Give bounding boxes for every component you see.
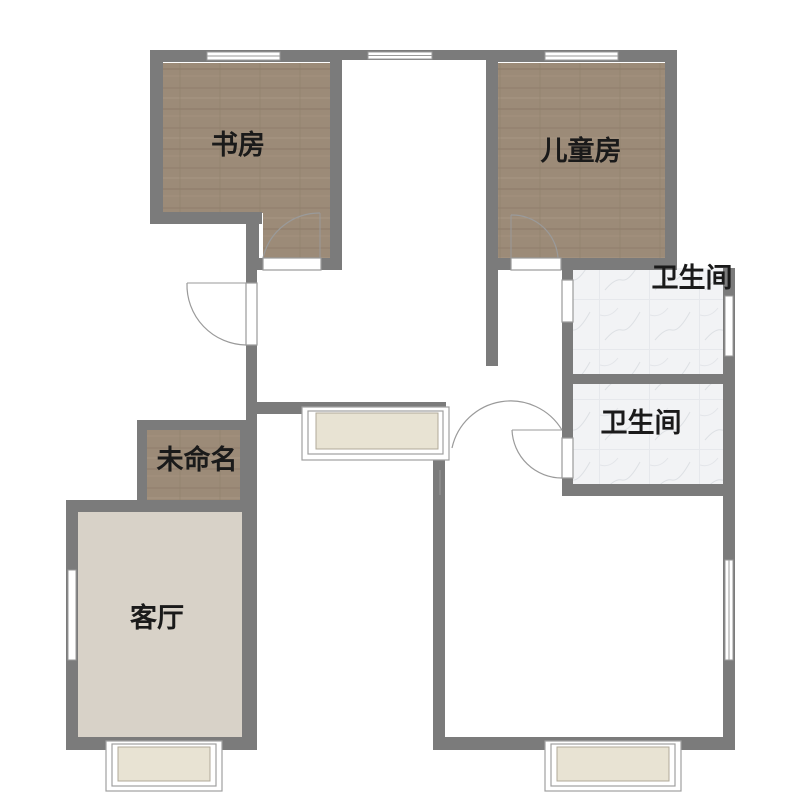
wall — [246, 212, 259, 270]
unnamed-room-label: 未命名 — [157, 444, 238, 476]
wall — [137, 420, 257, 430]
bathroom-2-floor — [573, 384, 723, 484]
wall — [665, 50, 677, 268]
bathroom-2-label: 卫生间 — [601, 408, 682, 439]
wall — [137, 420, 147, 510]
bathroom-1-floor — [573, 268, 723, 374]
wall — [562, 374, 735, 384]
balconies — [105, 406, 682, 792]
floors — [78, 63, 723, 737]
wall — [66, 500, 257, 512]
wall — [562, 484, 735, 496]
wall — [240, 420, 257, 510]
wall — [150, 212, 262, 224]
room-labels: 书房 儿童房 卫生间 卫生间 未命名 客厅 — [130, 130, 733, 634]
bathroom-1-label: 卫生间 — [652, 263, 733, 294]
study-floor — [163, 63, 330, 258]
living-room-floor — [78, 512, 242, 737]
door — [245, 282, 258, 346]
kids-room-label: 儿童房 — [541, 135, 622, 167]
kids-room-floor — [498, 63, 665, 258]
unnamed-room-floor — [147, 430, 240, 500]
window — [67, 569, 77, 661]
door — [561, 279, 574, 323]
door — [561, 437, 574, 479]
wall — [330, 50, 342, 270]
living-room-label: 客厅 — [130, 602, 184, 634]
door — [510, 257, 562, 271]
windows — [67, 51, 734, 661]
wall — [486, 50, 498, 366]
wall — [150, 50, 163, 224]
wall — [242, 500, 257, 750]
doors — [186, 212, 574, 495]
window — [724, 295, 734, 357]
door — [262, 257, 322, 271]
study-label: 书房 — [211, 130, 265, 161]
wall — [433, 460, 445, 750]
